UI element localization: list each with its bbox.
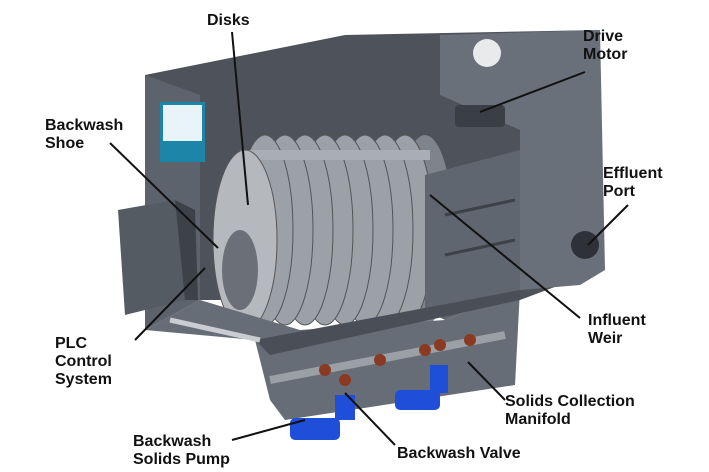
influent-weir (425, 150, 520, 320)
tank-front-wall (145, 290, 520, 420)
backwash-solids-pumps (290, 365, 448, 440)
label-backwash-valve: Backwash Valve (397, 445, 521, 462)
leader-lines (109, 31, 629, 446)
drive-motor (455, 105, 505, 127)
disk-stack (212, 134, 453, 331)
tank-right-wall (440, 30, 605, 290)
plc-control-box (118, 200, 185, 315)
backwash-valves (319, 334, 476, 386)
effluent-port-opening (571, 231, 599, 259)
label-disks: Disks (207, 12, 250, 29)
